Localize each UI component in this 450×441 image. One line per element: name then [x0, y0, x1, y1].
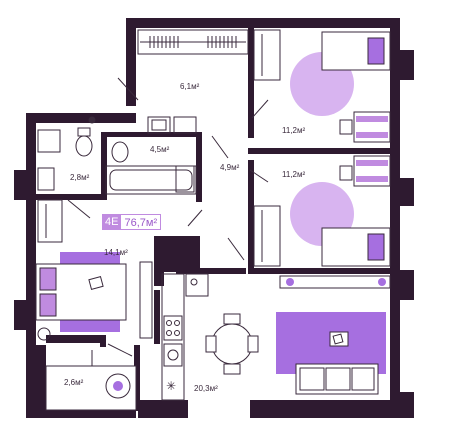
- bathroom-fixtures: [105, 116, 197, 195]
- wc-area: 2,8м²: [70, 173, 90, 182]
- apartment-code: 4E: [102, 214, 122, 230]
- wc-fixtures: [37, 116, 96, 191]
- apartment-total-area: 76,7м²: [121, 214, 162, 230]
- hall-wardrobe: [137, 29, 249, 55]
- dining-table: [211, 323, 253, 365]
- bedroom-left-area: 14,1м²: [104, 248, 128, 257]
- svg-text:✳: ✳: [166, 379, 176, 393]
- pillow-mid: [367, 233, 385, 261]
- living-kitchen-area: 20,3м²: [194, 384, 218, 393]
- desk-top: [353, 111, 391, 143]
- living-area: [276, 275, 391, 395]
- kitchen-counter: [161, 273, 185, 401]
- bedroom-left-furniture: [35, 199, 153, 341]
- kitchen-fixtures: ✳: [161, 273, 209, 401]
- hall-area: 6,1м²: [180, 82, 200, 91]
- wc-sink: [37, 129, 61, 153]
- desk-mid: [353, 155, 391, 187]
- interior-walls: [36, 28, 390, 411]
- pillow-left-1: [39, 267, 57, 291]
- apartment-badge: 4E 76,7м²: [102, 214, 162, 230]
- sink-2: [173, 116, 197, 134]
- wardrobe-mid: [253, 205, 281, 267]
- sofa: [295, 363, 379, 395]
- tv-stand: [279, 275, 391, 289]
- bedroom-mid-area: 11,2м²: [282, 170, 306, 179]
- bedroom-top-furniture: [253, 29, 391, 143]
- chair-mid: [339, 165, 353, 181]
- sink-1: [147, 116, 171, 134]
- hangers: [149, 36, 237, 48]
- fridge: [163, 343, 183, 367]
- corridor-area: 4,9м²: [220, 163, 240, 172]
- exterior-walls: [14, 18, 414, 418]
- balcony-area: 2,6м²: [64, 378, 84, 387]
- wc-toilet: [75, 135, 93, 157]
- chair-top: [339, 119, 353, 135]
- bedroom-top-area: 11,2м²: [282, 126, 306, 135]
- bedroom-mid-furniture: [253, 155, 391, 267]
- toilet-bath: [111, 141, 129, 163]
- pillow-left-2: [39, 293, 57, 317]
- stove: [163, 315, 183, 341]
- bathtub: [105, 165, 197, 195]
- wardrobe-top: [253, 29, 281, 81]
- bathroom-area: 4,5м²: [150, 145, 170, 154]
- wardrobe-left: [37, 199, 63, 243]
- balcony: [45, 350, 137, 411]
- doors: [67, 77, 269, 357]
- lamp-left: [37, 327, 51, 341]
- dining-set: [205, 313, 259, 375]
- pillow-top: [367, 37, 385, 65]
